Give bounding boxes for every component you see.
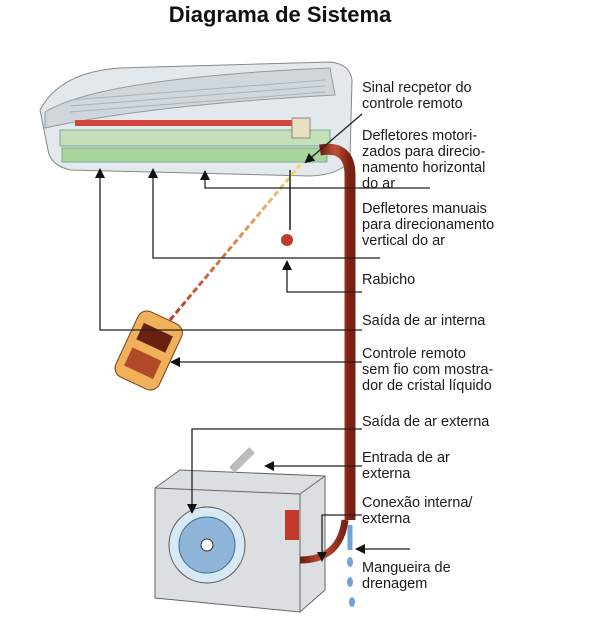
label-line: Defletores manuais: [362, 201, 487, 217]
remote-control: [114, 310, 183, 391]
power-cord: [281, 170, 293, 246]
drain-drops-icon: [347, 557, 355, 607]
label-sinal-receptor: Sinal recpetor do controle remoto: [362, 80, 472, 112]
label-conexao: Conexão interna/ externa: [362, 495, 472, 527]
label-line: Defletores motori-: [362, 128, 478, 144]
leader-lines: [95, 113, 430, 562]
label-controle-remoto: Controle remoto sem fio com mostra- dor …: [362, 346, 493, 394]
label-line: Entrada de ar: [362, 450, 450, 466]
label-line: externa: [362, 511, 411, 527]
label-line: vertical do ar: [362, 233, 446, 249]
refrigerant-pipe: [319, 143, 356, 520]
label-line: Saída de ar externa: [362, 414, 490, 430]
label-line: namento horizontal: [362, 160, 486, 176]
label-line: controle remoto: [362, 96, 463, 112]
label-defletores-manuais: Defletores manuais para direcionamento v…: [362, 201, 494, 249]
label-saida-interna: Saída de ar interna: [362, 313, 485, 329]
indoor-unit: [39, 61, 353, 177]
air-intake-arrow-icon: [229, 447, 255, 473]
label-line: zados para direcio-: [362, 144, 486, 160]
label-defletores-motorizados: Defletores motori- zados para direcio- n…: [362, 128, 485, 192]
label-line: dor de cristal líquido: [362, 378, 492, 394]
label-rabicho: Rabicho: [362, 272, 415, 288]
label-line: Mangueira de: [362, 560, 451, 576]
diagram-title: Diagrama de Sistema: [168, 2, 392, 27]
label-line: do ar: [362, 176, 396, 192]
label-saida-externa: Saída de ar externa: [362, 414, 489, 430]
outdoor-unit: [154, 469, 349, 613]
label-line: Saída de ar interna: [362, 313, 486, 329]
label-line: drenagem: [362, 576, 428, 592]
label-line: Conexão interna/: [362, 495, 473, 511]
label-line: para direcionamento: [362, 217, 495, 233]
label-mangueira: Mangueira de drenagem: [362, 560, 451, 592]
label-line: externa: [362, 466, 411, 482]
label-line: Sinal recpetor do: [362, 80, 472, 96]
infrared-beam: [168, 164, 302, 321]
label-entrada-externa: Entrada de ar externa: [362, 450, 450, 482]
label-line: sem fio com mostra-: [362, 362, 494, 378]
label-line: Rabicho: [362, 272, 416, 288]
label-line: Controle remoto: [362, 346, 466, 362]
